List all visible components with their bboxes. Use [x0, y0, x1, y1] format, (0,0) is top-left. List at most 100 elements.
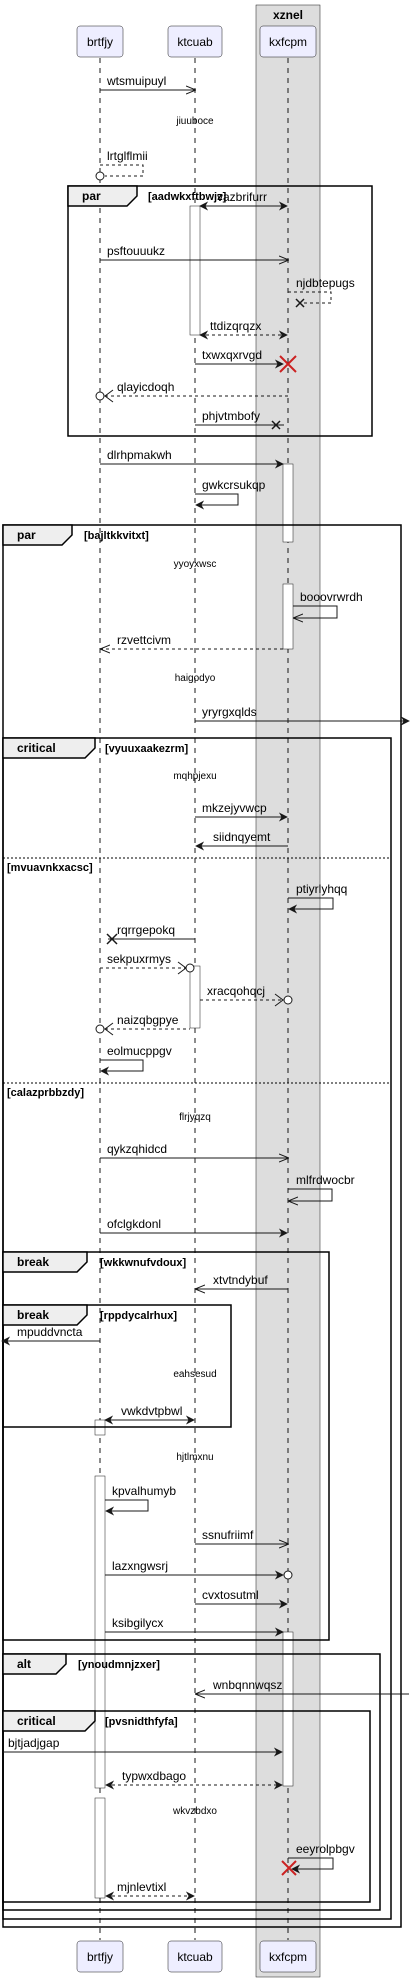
fragment-kind: alt — [17, 1657, 31, 1671]
message-qlayicdoqh[interactable]: qlayicdoqh — [95, 380, 288, 403]
message-label: mjnlevtixl — [117, 1880, 166, 1894]
message-txwxqxrvgd[interactable]: txwxqxrvgd — [195, 348, 297, 373]
message-naizqbgpye[interactable]: naizqbgpye — [95, 1013, 190, 1036]
message-label: eeyrolpbgv — [296, 1842, 355, 1856]
messages: wtsmuipuyl lrtglflmii vazbrifurr psftouu… — [1, 74, 410, 1901]
activation-bar — [282, 1631, 294, 1787]
message-eeyrolpbgv[interactable]: eeyrolpbgv — [281, 1842, 355, 1876]
fragment-condition: [ynoudmnjzxer] — [78, 1659, 160, 1671]
fragment-condition: [wkkwnufvdoux] — [100, 1257, 187, 1269]
message-label: phjvtmbofy — [202, 409, 260, 423]
delay-text: hjtlmxnu — [176, 1452, 213, 1463]
message-label: psftouuukz — [107, 244, 165, 258]
message-lazxngwsrj[interactable]: lazxngwsrj — [105, 1559, 293, 1580]
message-label: yryrgxqlds — [202, 705, 257, 719]
message-xracqohqcj[interactable]: xracqohqcj — [200, 984, 293, 1007]
message-lrtglflmii[interactable]: lrtglflmii — [95, 149, 148, 181]
participant-kxfcpm[interactable]: kxfcpm — [259, 25, 317, 58]
message-vazbrifurr[interactable]: vazbrifurr — [199, 190, 288, 211]
delays: jiuuboce yyoyxwsc haigodyo mqhpjexu flrj… — [172, 116, 217, 1817]
delay-text: yyoyxwsc — [174, 559, 217, 570]
fragment-kind: critical — [17, 741, 56, 755]
message-label: kpvalhumyb — [112, 1484, 176, 1498]
message-label: rqrrgepokq — [117, 923, 175, 937]
message-typwxdbago[interactable]: typwxdbago — [105, 1769, 283, 1790]
message-ttdizqrqzx[interactable]: ttdizqrqzx — [199, 319, 288, 340]
participant-label: ktcuab — [177, 35, 213, 49]
fragment-kind: par — [17, 528, 36, 542]
message-label: qykzqhidcd — [107, 1142, 167, 1156]
message-xtvtndybuf[interactable]: xtvtndybuf — [196, 1273, 288, 1289]
message-rzvettcivm[interactable]: rzvettcivm — [101, 633, 283, 649]
message-sekpuxrmys[interactable]: sekpuxrmys — [100, 952, 195, 975]
participant-ktcuab[interactable]: ktcuab — [167, 25, 223, 58]
participant-kxfcpm-footer[interactable]: kxfcpm — [259, 1940, 317, 1973]
participant-label: kxfcpm — [269, 35, 307, 49]
message-wnbqnnwqsz[interactable]: wnbqnnwqsz — [196, 1678, 409, 1694]
fragment-break-1: break [wkkwnufvdoux] — [2, 1251, 330, 1641]
message-psftouuukz[interactable]: psftouuukz — [100, 244, 288, 260]
message-njdbtepugs[interactable]: njdbtepugs — [288, 276, 355, 308]
delay-text: jiuuboce — [175, 116, 214, 127]
message-label: ttdizqrqzx — [210, 319, 261, 333]
participant-label: kxfcpm — [269, 1950, 307, 1964]
message-label: mkzejyvwcp — [202, 801, 267, 815]
message-eolmucppgv[interactable]: eolmucppgv — [100, 1044, 172, 1076]
message-vwkdvtpbwl[interactable]: vwkdvtpbwl — [104, 1404, 195, 1425]
message-label: bjtjadjgap — [8, 1736, 60, 1750]
message-wtsmuipuyl[interactable]: wtsmuipuyl — [100, 74, 195, 90]
message-mpuddvncta[interactable]: mpuddvncta — [1, 1325, 100, 1346]
fragment-else-condition: [calazprbbzdy] — [7, 1087, 84, 1099]
delay-text: haigodyo — [175, 673, 216, 684]
message-yryrgxqlds[interactable]: yryrgxqlds — [195, 705, 410, 726]
message-ssnufriimf[interactable]: ssnufriimf — [195, 1528, 288, 1544]
message-gwkcrsukqp[interactable]: gwkcrsukqp — [195, 478, 266, 510]
message-ptiyrlyhqq[interactable]: ptiyrlyhqq — [288, 882, 347, 914]
participant-brtfjy-footer[interactable]: brtfjy — [76, 1940, 124, 1973]
message-ofclgkdonl[interactable]: ofclgkdonl — [100, 1217, 288, 1238]
activation-bar — [282, 583, 294, 650]
message-label: vazbrifurr — [217, 190, 267, 204]
message-cvxtosutml[interactable]: cvxtosutml — [195, 1588, 288, 1609]
message-label: gwkcrsukqp — [202, 478, 266, 492]
fragment-critical-2: critical [pvsnidthfyfa] — [2, 1710, 371, 1903]
message-bjtjadjgap[interactable]: bjtjadjgap — [3, 1736, 283, 1757]
message-rqrrgepokq[interactable]: rqrrgepokq — [106, 923, 195, 945]
message-kpvalhumyb[interactable]: kpvalhumyb — [105, 1484, 176, 1516]
message-mjnlevtixl[interactable]: mjnlevtixl — [105, 1880, 195, 1901]
delay-text: mqhpjexu — [173, 771, 216, 782]
message-ksibgilycx[interactable]: ksibgilycx — [105, 1616, 284, 1637]
participant-ktcuab-footer[interactable]: ktcuab — [167, 1940, 223, 1973]
fragment-kind: break — [17, 1255, 49, 1269]
message-mlfrdwocbr[interactable]: mlfrdwocbr — [288, 1173, 355, 1201]
activation-bar — [189, 205, 201, 336]
message-label: naizqbgpye — [117, 1013, 179, 1027]
fragment-condition: [rppdycalrhux] — [100, 1310, 177, 1322]
fragment-condition: [vyuuxaakezrm] — [105, 743, 188, 755]
message-label: lrtglflmii — [107, 149, 148, 163]
message-phjvtmbofy[interactable]: phjvtmbofy — [195, 409, 284, 430]
message-label: wtsmuipuyl — [106, 74, 166, 88]
message-label: txwxqxrvgd — [202, 348, 262, 362]
fragment-condition: [bajltkkvitxt] — [84, 530, 149, 542]
fragment-condition: [pvsnidthfyfa] — [105, 1716, 178, 1728]
message-label: mpuddvncta — [17, 1325, 83, 1339]
fragment-alt: alt [ynoudmnjzxer] — [2, 1653, 381, 1911]
message-mkzejyvwcp[interactable]: mkzejyvwcp — [195, 801, 288, 822]
fragment-par-1: par [aadwkxftbwjz] — [67, 185, 373, 437]
message-label: wnbqnnwqsz — [212, 1678, 282, 1692]
activation-bar — [282, 463, 294, 543]
message-label: booovrwrdh — [300, 590, 363, 604]
message-label: lazxngwsrj — [112, 1559, 168, 1573]
fragment-kind: critical — [17, 1714, 56, 1728]
participant-label: ktcuab — [177, 1950, 213, 1964]
message-dlrhpmakwh[interactable]: dlrhpmakwh — [100, 448, 284, 469]
delay-text: wkvzbdxo — [172, 1806, 217, 1817]
message-label: siidnqyemt — [213, 830, 271, 844]
message-qykzqhidcd[interactable]: qykzqhidcd — [100, 1142, 288, 1158]
fragment-kind: par — [82, 189, 101, 203]
message-label: typwxdbago — [122, 1769, 186, 1783]
message-siidnqyemt[interactable]: siidnqyemt — [195, 830, 288, 851]
participant-brtfjy[interactable]: brtfjy — [76, 25, 124, 58]
message-booovrwrdh[interactable]: booovrwrdh — [293, 590, 363, 618]
